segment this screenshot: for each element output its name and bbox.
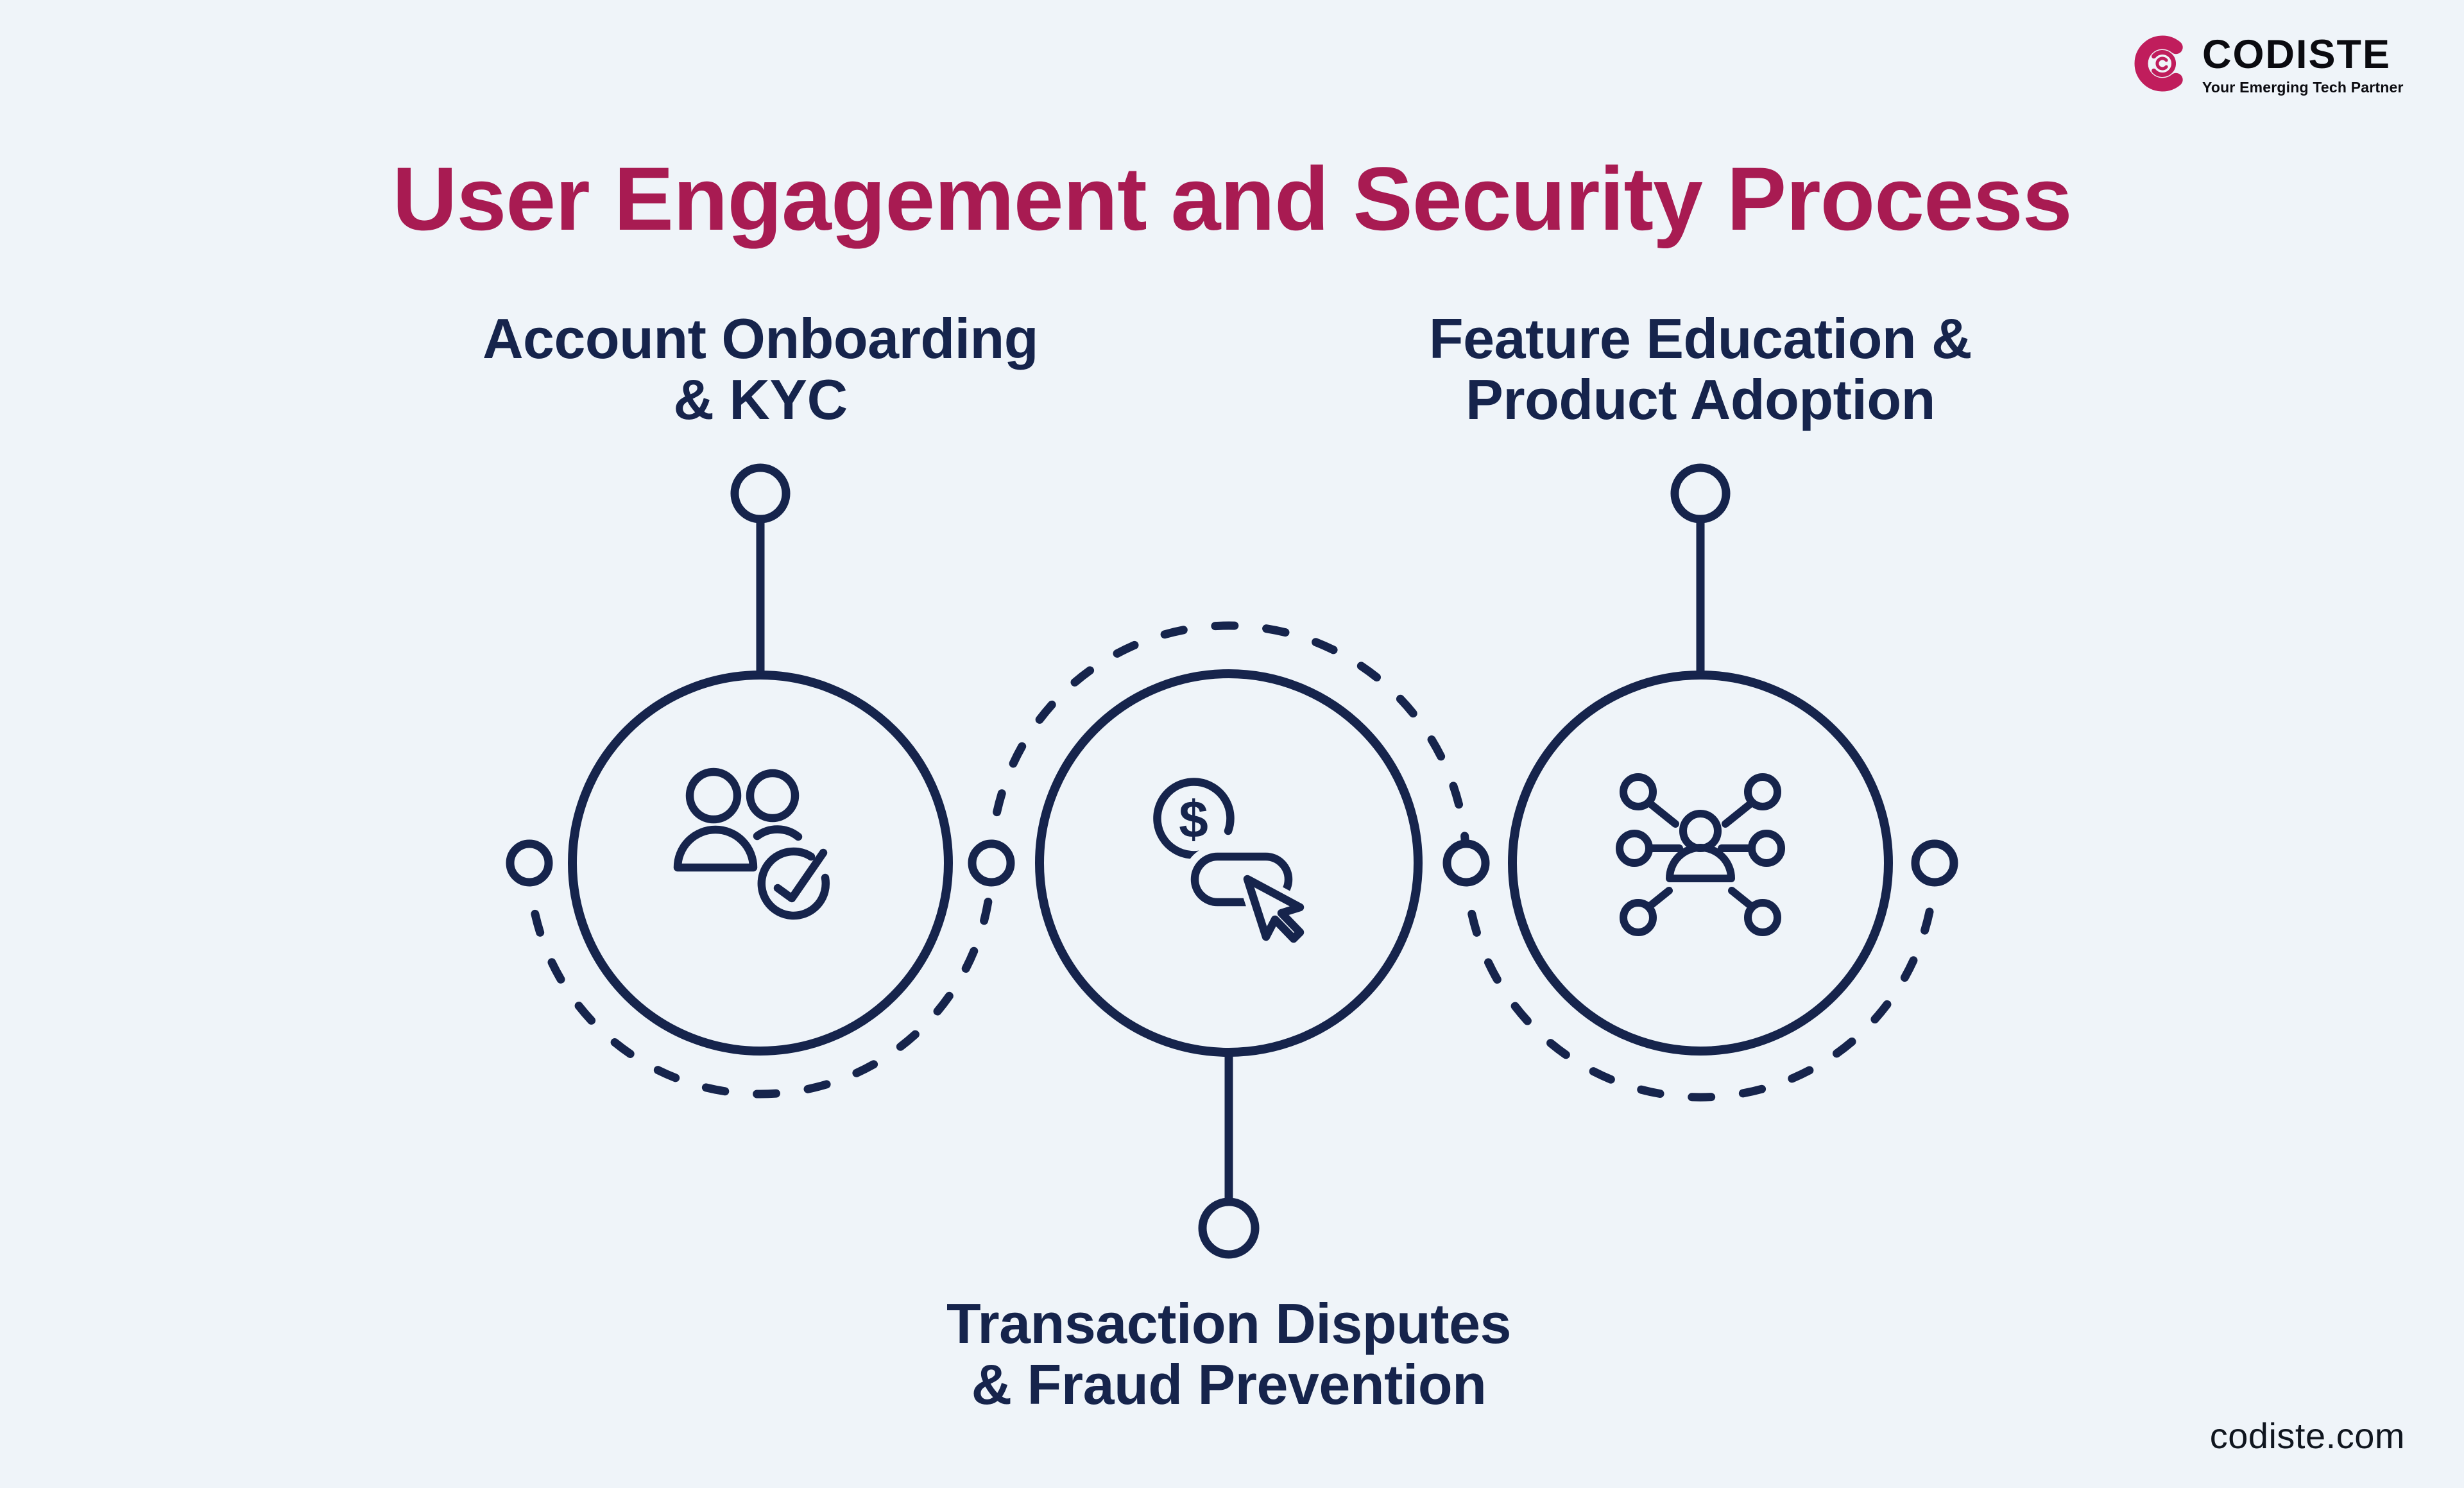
dollar-coin-circle: [1153, 778, 1235, 859]
step1-circle: [568, 671, 953, 1056]
step2-label: Transaction Disputes & Fraud Prevention: [780, 1293, 1678, 1415]
logo-wordmark: CODISTE: [2202, 32, 2391, 77]
step2-label-line1: Transaction Disputes: [946, 1292, 1512, 1355]
step2-label-line2: & Fraud Prevention: [971, 1353, 1487, 1416]
check-circle: [757, 847, 830, 920]
step1-label-line1: Account Onboarding: [482, 307, 1039, 370]
check-mark: [773, 848, 828, 903]
network-node-top-left: [1620, 773, 1657, 810]
step2-circle: [1035, 669, 1423, 1057]
network-link-bottom-right: [1728, 887, 1756, 911]
cursor-arrow: [1243, 875, 1305, 943]
network-node-mid-left: [1616, 830, 1653, 867]
click-pill: [1190, 852, 1293, 907]
network-node-bottom-left: [1620, 899, 1657, 936]
dollar-cursor-icon: $: [1153, 778, 1310, 948]
network-link-top-left: [1645, 799, 1679, 828]
website-url: codiste.com: [2209, 1415, 2405, 1456]
logo-tagline: Your Emerging Tech Partner: [2202, 79, 2404, 96]
network-node-top-right: [1744, 773, 1781, 810]
user-body-left: [673, 825, 758, 872]
network-node-mid-right: [1748, 830, 1785, 867]
user-network-icon: [1616, 773, 1785, 936]
network-link-top-right: [1722, 799, 1756, 828]
network-node-bottom-right: [1744, 899, 1781, 936]
step1-label-line2: & KYC: [673, 368, 848, 431]
step3-label-line2: Product Adoption: [1466, 368, 1935, 431]
path-node-left: [506, 839, 553, 887]
stem-node-step1: [730, 463, 791, 524]
user-shoulder-right: [753, 825, 803, 841]
codiste-logo: CODISTE Your Emerging Tech Partner: [2132, 27, 2433, 104]
step3-label: Feature Education & Product Adoption: [1251, 308, 2150, 430]
step1-label: Account Onboarding & KYC: [311, 308, 1210, 430]
step3-circle: [1508, 671, 1893, 1056]
user-head-left: [685, 767, 742, 824]
network-link-bottom-left: [1645, 887, 1673, 911]
user-head-right: [746, 769, 800, 823]
dashed-arc-over-step2: [987, 621, 1471, 868]
network-user-body: [1666, 844, 1735, 882]
dashed-arc-under-step1: [525, 859, 996, 1099]
stem-node-step2: [1198, 1197, 1260, 1259]
dashed-connector-path: [525, 621, 1939, 1102]
dashed-arc-under-step3: [1462, 859, 1939, 1102]
page-title: User Engagement and Security Process: [392, 148, 2072, 249]
path-node-mid-left: [968, 839, 1015, 887]
stem-node-step3: [1670, 463, 1731, 524]
codiste-logo-icon: [2134, 35, 2183, 92]
dollar-sign-glyph: $: [1179, 791, 1208, 849]
path-node-right: [1911, 839, 1958, 887]
codiste-logo-text-block: CODISTE Your Emerging Tech Partner: [2202, 27, 2404, 96]
network-user-head: [1679, 810, 1722, 852]
step3-label-line1: Feature Education &: [1428, 307, 1972, 370]
path-node-mid-right: [1442, 839, 1490, 887]
users-check-icon: [673, 767, 830, 920]
